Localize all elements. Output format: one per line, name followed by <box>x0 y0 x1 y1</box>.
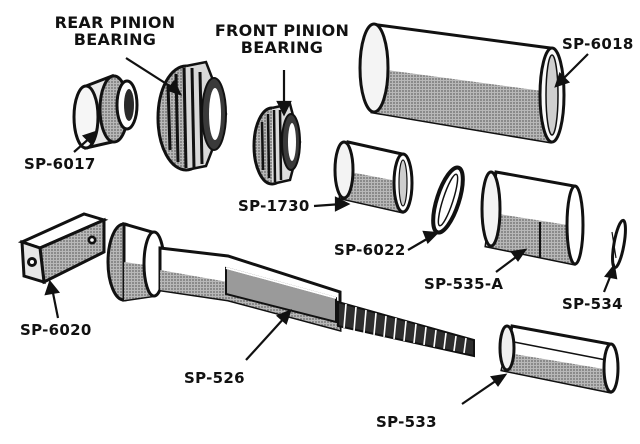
sleeve-sp-1730 <box>333 140 414 214</box>
block-sp-6020 <box>17 212 109 285</box>
arrow-sp-6020 <box>44 279 61 319</box>
label-rear-pinion-line1: REAR PINION <box>54 13 176 32</box>
arrow-sp-6022 <box>407 230 440 251</box>
arrow-sp-534 <box>602 263 618 293</box>
label-sp-1730: SP-1730 <box>238 197 310 215</box>
washer-sp-534 <box>611 218 627 270</box>
label-rear-pinion-line2: BEARING <box>73 30 157 49</box>
label-sp-6017: SP-6017 <box>24 155 96 173</box>
cup-sp-6017 <box>72 73 139 150</box>
rear-pinion-bearing <box>156 60 228 172</box>
arrow-sp-526 <box>245 309 292 361</box>
arrow-front-pinion-bearing <box>276 70 292 117</box>
label-sp-535-a: SP-535-A <box>424 275 504 293</box>
screw-sp-526 <box>106 222 475 358</box>
sleeve-sp-533 <box>498 324 620 394</box>
leader-arrows <box>44 53 618 405</box>
sleeve-sp-6018 <box>358 22 566 144</box>
arrow-rear-pinion-bearing <box>125 57 183 96</box>
label-rear-pinion-bearing: REAR PINION BEARING <box>50 14 180 48</box>
ring-sp-6022 <box>431 165 465 235</box>
label-front-pinion-line1: FRONT PINION <box>214 21 350 40</box>
arrow-sp-6018 <box>554 53 589 88</box>
label-sp-534: SP-534 <box>562 295 623 313</box>
label-sp-526: SP-526 <box>184 369 245 387</box>
label-sp-6022: SP-6022 <box>334 241 406 259</box>
front-pinion-bearing <box>252 102 302 186</box>
label-sp-6018: SP-6018 <box>562 35 634 53</box>
label-front-pinion-bearing: FRONT PINION BEARING <box>202 22 362 56</box>
arrow-sp-535-a <box>495 248 528 273</box>
label-sp-533: SP-533 <box>376 413 437 431</box>
label-front-pinion-line2: BEARING <box>240 38 324 57</box>
sleeve-sp-535-a <box>480 170 585 266</box>
arrow-sp-533 <box>461 373 508 405</box>
arrow-sp-1730 <box>313 196 351 212</box>
label-sp-6020: SP-6020 <box>20 321 92 339</box>
arrow-sp-6017 <box>73 130 98 153</box>
